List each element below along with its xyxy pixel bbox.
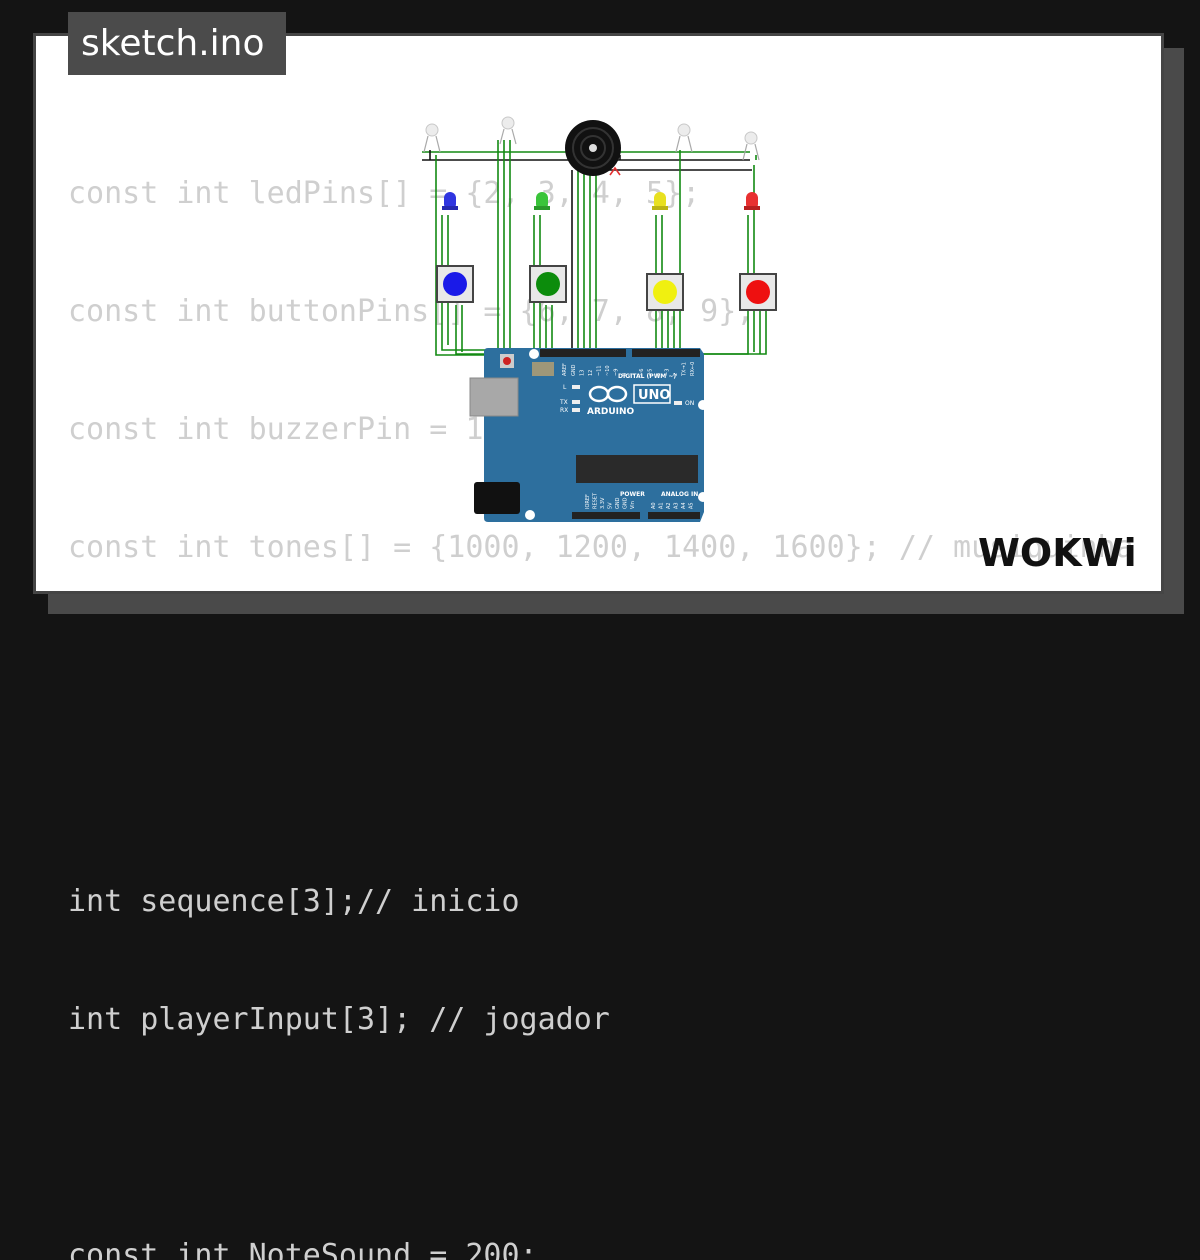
pin-label: ~6	[639, 369, 645, 376]
white-led-4[interactable]	[742, 131, 760, 161]
pin-label: TX→1	[682, 362, 688, 377]
code-line: const int NoteSound = 200;	[68, 1238, 538, 1260]
arduino-label: ARDUINO	[587, 407, 635, 417]
pin-label: ~3	[665, 369, 671, 376]
pin-label: GND	[615, 497, 621, 509]
top-header	[540, 349, 626, 357]
chip	[576, 455, 698, 483]
pin-label: 3.3V	[600, 497, 606, 509]
led-l-label: L	[563, 384, 567, 391]
pin-label: 2	[673, 373, 679, 376]
power-label: POWER	[620, 491, 645, 498]
yellow-button[interactable]	[646, 273, 684, 311]
top-header-2	[632, 349, 700, 357]
pin-label: GND	[571, 364, 577, 376]
wokwi-logo[interactable]: WOKWi	[978, 528, 1150, 578]
led-rx-label: RX	[560, 407, 568, 414]
code-line: const int ledPins[] = {2, 3, 4, 5};	[68, 176, 701, 211]
code-line	[68, 1114, 1132, 1162]
green-led[interactable]	[534, 192, 550, 210]
uno-label: UNO	[638, 388, 671, 403]
pin-label: IOREF	[585, 494, 591, 509]
yellow-led[interactable]	[652, 192, 668, 210]
pin-label: A5	[689, 502, 695, 509]
pin-label: ~5	[648, 369, 654, 376]
white-led-2[interactable]	[499, 116, 517, 145]
analog-label: ANALOG IN	[661, 491, 698, 498]
code-line: int sequence[3];// inicio	[68, 884, 520, 919]
pin-label: GND	[623, 497, 629, 509]
analog-header	[648, 512, 700, 519]
green-button[interactable]	[529, 265, 567, 303]
arduino-uno-board[interactable]: ARDUINO UNO DIGITAL (PWM ~) ANALOG IN PO…	[469, 348, 708, 522]
circuit-diagram[interactable]: ARDUINO UNO DIGITAL (PWM ~) ANALOG IN PO…	[0, 0, 1200, 630]
blue-led[interactable]	[442, 192, 458, 210]
pin-label: 4	[656, 373, 662, 376]
pin-label: 7	[631, 373, 637, 376]
digital-label: DIGITAL (PWM ~)	[618, 373, 676, 380]
infinity-logo	[588, 385, 628, 403]
pin-label: ~11	[597, 365, 603, 376]
pin-label: ~9	[614, 369, 620, 376]
pin-label: 5V	[608, 502, 614, 509]
pin-label: A3	[674, 502, 680, 509]
file-tab[interactable]: sketch.ino	[68, 12, 286, 75]
red-led[interactable]	[744, 192, 760, 210]
pin-label: A4	[681, 502, 687, 509]
code-line: int playerInput[3]; // jogador	[68, 1002, 610, 1037]
pin-label: 13	[580, 370, 586, 376]
aref-label: AREF	[562, 363, 568, 376]
buzzer[interactable]	[565, 120, 621, 176]
pin-label: Vin	[630, 501, 636, 509]
pin-label: 8	[622, 373, 628, 376]
usb-port	[469, 377, 519, 417]
pin-label: A1	[659, 502, 665, 509]
code-line	[68, 760, 1132, 808]
pin-label: A0	[651, 502, 657, 509]
code-line: const int tones[] = {1000, 1200, 1400, 1…	[68, 530, 1132, 565]
led-on-label: ON	[685, 400, 694, 407]
pin-label: 12	[588, 370, 594, 376]
pin-label: A2	[666, 502, 672, 509]
pin-label: RX←0	[690, 362, 696, 376]
power-jack	[474, 482, 520, 514]
led-tx-label: TX	[559, 399, 568, 406]
pin-label: ~10	[605, 365, 611, 376]
white-led-1[interactable]	[423, 123, 441, 153]
power-header	[572, 512, 640, 519]
white-led-3[interactable]	[675, 123, 693, 153]
blue-button[interactable]	[436, 265, 474, 303]
wokwi-logo-text: WOKWi	[978, 531, 1137, 575]
pin-label: RESET	[593, 492, 599, 509]
code-line	[68, 642, 1132, 690]
red-button[interactable]	[739, 273, 777, 311]
